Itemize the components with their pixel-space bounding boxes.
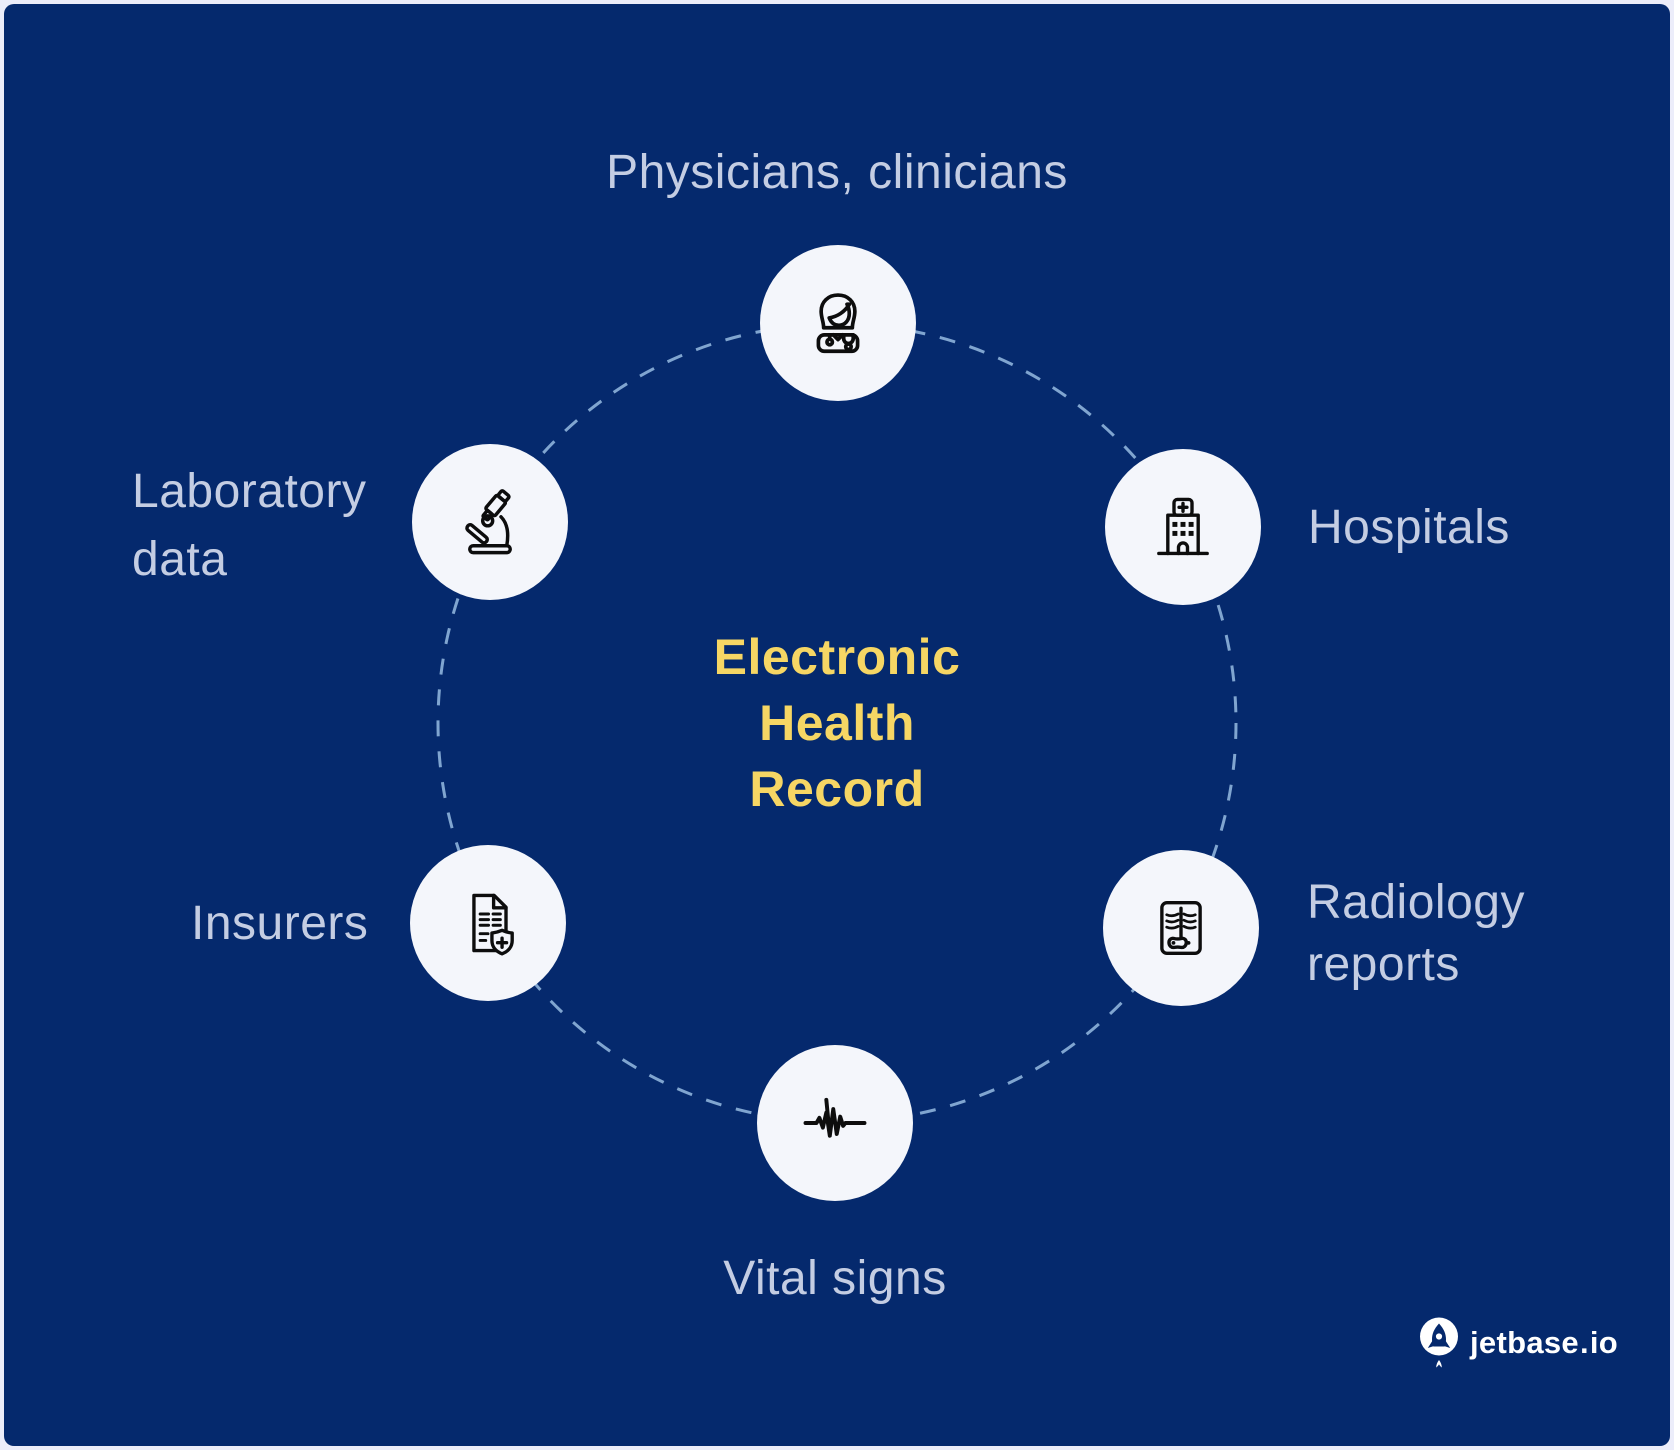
- laboratory-label-line-1: Laboratory: [132, 465, 367, 518]
- laboratory-node: [412, 444, 568, 600]
- logo-dot: .: [1579, 1325, 1589, 1360]
- hospitals-label: Hospitals: [1308, 501, 1510, 554]
- insurers-node: [410, 845, 566, 1001]
- doctor-icon: [816, 293, 860, 354]
- radiology-label-line-1: Radiology: [1307, 876, 1525, 929]
- xray-icon: [1160, 901, 1202, 955]
- radiology-node: [1103, 850, 1259, 1006]
- waveform-icon: [803, 1097, 867, 1138]
- title-line-2: Health: [759, 695, 915, 751]
- title-line-3: Record: [749, 761, 925, 817]
- microscope-icon: [465, 489, 512, 555]
- insurance-document-icon: [472, 893, 514, 956]
- rocket-icon: [1420, 1317, 1458, 1368]
- laboratory-label-line-2: data: [132, 533, 228, 586]
- logo-tld: io: [1589, 1325, 1619, 1360]
- jetbase-logo-text: jetbase.io: [1470, 1325, 1618, 1361]
- physicians-node: [760, 245, 916, 401]
- infographic-canvas: Electronic Health Record Physicians, cli…: [4, 4, 1670, 1446]
- page-title: Electronic Health Record: [537, 624, 1137, 822]
- hospitals-node: [1105, 449, 1261, 605]
- title-line-1: Electronic: [713, 629, 961, 685]
- insurers-label: Insurers: [191, 897, 369, 950]
- logo-brand: jetbase: [1470, 1325, 1579, 1360]
- hospital-icon: [1157, 497, 1209, 556]
- vital-signs-label: Vital signs: [723, 1252, 947, 1305]
- physicians-label: Physicians, clinicians: [606, 146, 1068, 199]
- laboratory-label: Laboratory data: [132, 458, 366, 594]
- vital-signs-node: [757, 1045, 913, 1201]
- radiology-label-line-2: reports: [1307, 938, 1460, 991]
- jetbase-logo[interactable]: jetbase.io: [1417, 1316, 1618, 1370]
- radiology-label: Radiology reports: [1307, 872, 1525, 996]
